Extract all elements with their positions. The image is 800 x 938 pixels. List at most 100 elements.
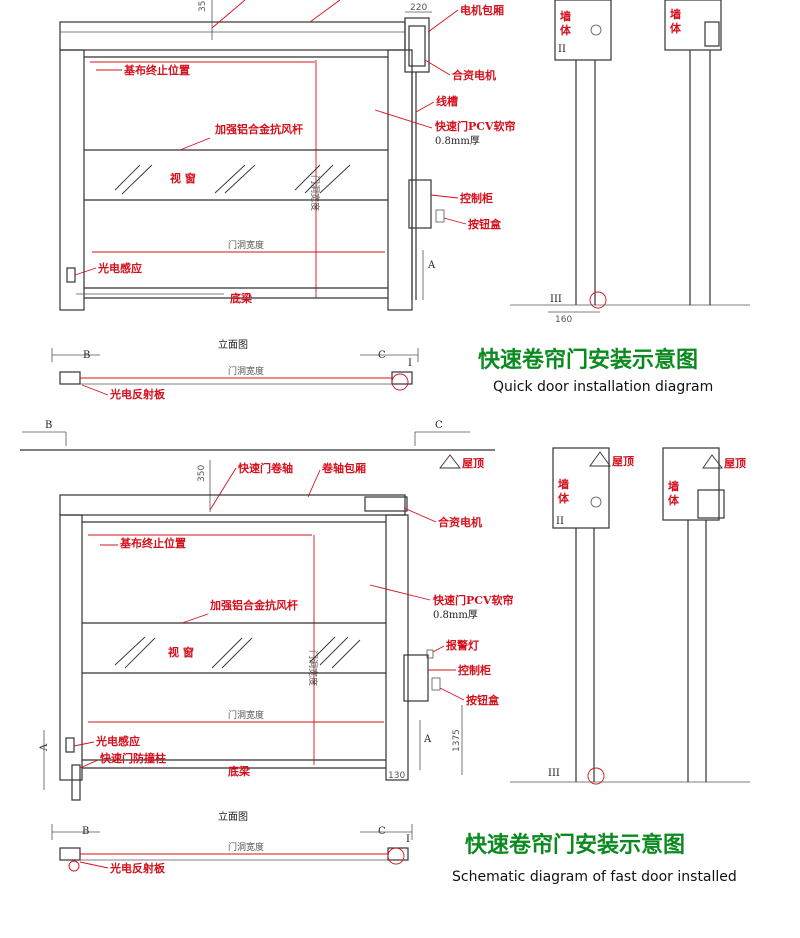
- top-dim-350: 350: [198, 0, 208, 12]
- bottom-alarm-light: [426, 649, 434, 659]
- svg-text:III: III: [548, 768, 560, 779]
- top-shaft-box: [59, 21, 406, 51]
- top-stop-position-label: 基布终止位置: [123, 63, 190, 77]
- bottom-wall-label-2: 墙: [668, 479, 679, 493]
- svg-text:II: II: [558, 44, 566, 55]
- top-elevation-label: 立面图: [218, 338, 248, 351]
- bottom-roof-label-2: 屋顶: [612, 455, 634, 468]
- svg-text:门洞宽度: 门洞宽度: [228, 239, 264, 251]
- top-pvc-label: 快速门PCV软帘: [434, 119, 516, 133]
- top-motor: [408, 25, 426, 67]
- svg-text:A: A: [39, 743, 50, 752]
- top-wall-label-1: 墙: [560, 9, 571, 23]
- svg-text:A: A: [423, 734, 432, 745]
- bottom-control-box: [403, 654, 429, 702]
- bottom-roof-label-1: 屋顶: [462, 457, 484, 470]
- bottom-side-section-1: 屋顶 墙 体 II III: [510, 447, 750, 785]
- top-motor-housing: [404, 17, 430, 73]
- top-wire-slot-label: 线槽: [436, 94, 458, 108]
- svg-text:门洞宽度: 门洞宽度: [309, 175, 321, 211]
- bottom-wind-bar-label: 加强铝合金抗风杆: [209, 598, 298, 612]
- bottom-shaft-cover-label: 卷轴包厢: [321, 461, 366, 475]
- svg-text:体: 体: [558, 491, 570, 505]
- svg-text:体: 体: [668, 493, 680, 507]
- bottom-motor: [364, 496, 408, 512]
- top-photo-sensor-label: 光电感应: [97, 261, 142, 275]
- top-right-post: [387, 49, 413, 311]
- top-elevation-drawing: 350 基布终止位置 门洞宽度 视 窗: [51, 0, 750, 401]
- svg-text:门洞宽度: 门洞宽度: [228, 365, 264, 377]
- bottom-shaft-label: 快速门卷轴: [237, 461, 293, 475]
- bottom-detail-circle: [387, 847, 405, 865]
- top-wall-label-2: 墙: [670, 7, 681, 21]
- top-left-post: [59, 49, 85, 311]
- bottom-anti-collision-post: [71, 764, 81, 801]
- svg-text:B: B: [82, 826, 89, 837]
- top-button-box-label: 按钮盒: [468, 217, 502, 231]
- top-motor-cover-label: 电机包厢: [460, 3, 504, 17]
- svg-text:I: I: [408, 358, 412, 369]
- top-dim-160: 160: [555, 315, 572, 325]
- bottom-window-marks: [114, 636, 361, 669]
- bottom-pvc-thickness: 0.8mm厚: [433, 609, 478, 621]
- bottom-elevation-drawing: B C 屋顶 350 快速门卷轴 卷轴包厢 合资电机 基布终止位置 门洞宽度: [20, 420, 750, 875]
- bottom-alarm-label: 报警灯: [446, 638, 479, 652]
- bottom-left-post: [59, 514, 83, 781]
- bottom-title-cn: 快速卷帘门安装示意图: [465, 832, 685, 858]
- svg-text:C: C: [378, 826, 386, 837]
- top-side-section-1: 墙 体 II III 160: [510, 0, 750, 325]
- top-photo-sensor: [66, 267, 76, 283]
- bottom-title-en: Schematic diagram of fast door installed: [452, 869, 737, 885]
- bottom-photo-sensor: [65, 737, 75, 753]
- top-detail-circle: [391, 373, 409, 391]
- svg-text:III: III: [550, 294, 562, 305]
- bottom-anti-collision-label: 快速门防撞柱: [99, 751, 166, 765]
- svg-text:体: 体: [560, 23, 572, 37]
- top-control-box-label: 控制柜: [460, 191, 493, 205]
- top-title-en: Quick door installation diagram: [493, 379, 713, 395]
- bottom-dim-350: 350: [197, 465, 207, 482]
- top-dim-220: 220: [410, 3, 427, 13]
- bottom-shaft-box: [59, 494, 406, 516]
- bottom-bottom-beam-label: 底梁: [228, 764, 251, 778]
- top-button-box: [435, 209, 445, 223]
- bottom-dim-1375: 1375: [452, 729, 462, 752]
- top-bottom-beam-label: 底梁: [230, 291, 253, 305]
- top-window-label: 视 窗: [170, 171, 196, 185]
- bottom-control-box-label: 控制柜: [458, 663, 491, 677]
- bottom-motor-label: 合资电机: [438, 515, 482, 529]
- bottom-wall-label-1: 墙: [558, 477, 569, 491]
- bottom-roof-label-3: 屋顶: [724, 457, 746, 470]
- bottom-reflector-label: 光电反射板: [109, 861, 166, 875]
- bottom-button-box-label: 按钮盒: [466, 693, 500, 707]
- bottom-photo-sensor-label: 光电感应: [95, 734, 140, 748]
- svg-text:B: B: [45, 420, 52, 431]
- bottom-elevation-label: 立面图: [218, 810, 248, 823]
- top-side-section-2: 墙 体: [664, 0, 722, 305]
- top-reflector-label: 光电反射板: [109, 387, 166, 401]
- svg-text:B: B: [83, 350, 90, 361]
- top-motor-label: 合资电机: [452, 68, 496, 82]
- bottom-pvc-label: 快速门PCV软帘: [432, 593, 514, 607]
- top-wind-bar-label: 加强铝合金抗风杆: [214, 122, 303, 136]
- bottom-button-box: [431, 677, 441, 691]
- svg-text:C: C: [435, 420, 443, 431]
- svg-text:I: I: [406, 834, 410, 845]
- svg-text:门洞宽度: 门洞宽度: [307, 650, 319, 686]
- top-window-marks: [114, 164, 351, 195]
- top-pvc-thickness: 0.8mm厚: [435, 135, 480, 147]
- bottom-side-section-2: 屋顶 墙 体: [662, 447, 746, 782]
- bottom-window-label: 视 窗: [168, 645, 194, 659]
- bottom-dim-130: 130: [388, 771, 405, 781]
- bottom-stop-position-label: 基布终止位置: [119, 536, 186, 550]
- svg-text:门洞宽度: 门洞宽度: [228, 841, 264, 853]
- svg-text:C: C: [378, 350, 386, 361]
- svg-text:II: II: [556, 516, 564, 527]
- svg-text:A: A: [427, 260, 436, 271]
- top-control-box: [408, 179, 432, 229]
- top-title-cn: 快速卷帘门安装示意图: [478, 347, 698, 373]
- bottom-right-post: [385, 514, 409, 781]
- svg-text:体: 体: [670, 21, 682, 35]
- svg-text:门洞宽度: 门洞宽度: [228, 709, 264, 721]
